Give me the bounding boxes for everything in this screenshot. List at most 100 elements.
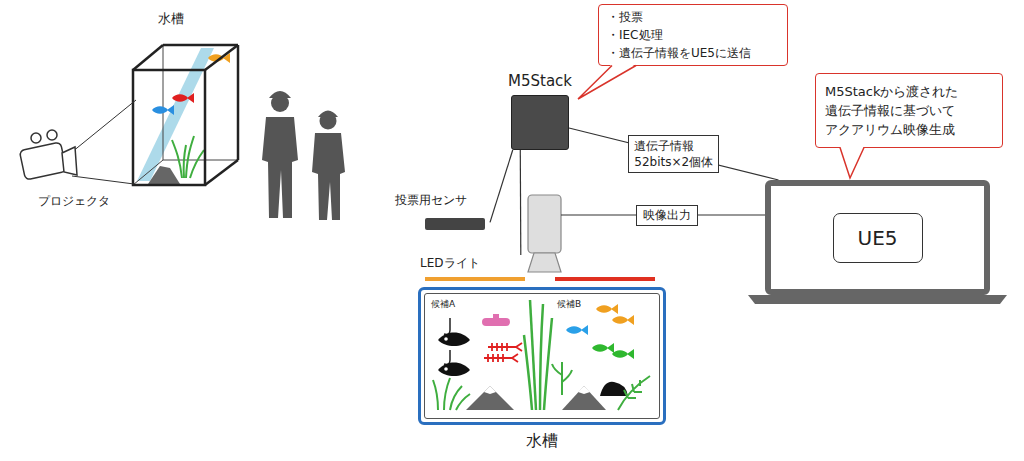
fish-icon xyxy=(566,325,588,335)
callout-tail xyxy=(578,64,636,99)
rock xyxy=(148,166,180,184)
projection-line xyxy=(72,100,136,184)
person-silhouette xyxy=(318,111,338,118)
mountain xyxy=(466,386,606,410)
mountain xyxy=(578,386,590,394)
hook-fish xyxy=(438,333,470,347)
projector-icon xyxy=(19,130,77,180)
laptop-screen: UE5 xyxy=(765,180,990,295)
node-text: M5Stackから渡された 遺伝子情報に基づいて アクアリウム映像生成 xyxy=(825,82,993,139)
aquarium-frame xyxy=(205,160,238,185)
water-plant xyxy=(456,394,470,410)
led-light: LEDライト xyxy=(420,255,660,281)
aquarium-frame xyxy=(205,45,238,70)
figure-label: 水槽 xyxy=(158,10,184,28)
fish-icon xyxy=(612,349,634,359)
fish-icon xyxy=(612,315,634,325)
node-text: ・遺伝子情報をUE5に送信 xyxy=(607,44,779,62)
projector-device xyxy=(528,253,561,272)
rock xyxy=(600,382,628,396)
node-text: UE5 xyxy=(833,213,923,263)
submarine xyxy=(493,314,499,319)
hook-fish xyxy=(438,363,470,377)
water-plant xyxy=(618,376,650,410)
rock xyxy=(148,166,180,184)
sensor-bar xyxy=(425,218,485,230)
fish-skeleton xyxy=(488,343,522,351)
submarine xyxy=(482,314,510,326)
callout-tail xyxy=(578,64,636,99)
fish-icon xyxy=(566,304,634,359)
callout-box: M5Stackから渡された 遺伝子情報に基づいて アクアリウム映像生成 xyxy=(815,73,1003,148)
plant xyxy=(190,150,204,178)
connector-line xyxy=(520,150,522,255)
aquarium-back-edge xyxy=(163,160,238,161)
fish-icon xyxy=(596,304,618,314)
plant xyxy=(172,136,204,178)
callout-tail xyxy=(578,66,636,100)
candidate-label: 候補A xyxy=(431,298,455,311)
rock xyxy=(600,382,628,396)
node-text: 投票用センサ xyxy=(395,192,490,208)
callout-tail xyxy=(840,146,864,178)
tall-grass xyxy=(540,304,543,410)
person-silhouette xyxy=(312,133,345,220)
mountain xyxy=(562,386,606,410)
water-plant xyxy=(433,362,650,410)
hook-fish xyxy=(444,337,448,341)
fish-icon xyxy=(152,53,230,115)
led-strip xyxy=(420,277,660,281)
glass-pane xyxy=(137,48,214,181)
projector-icon xyxy=(62,147,77,175)
connector-line xyxy=(490,150,513,222)
projector-icon xyxy=(47,130,57,140)
laptop-base xyxy=(748,295,1007,304)
led-strip xyxy=(555,277,655,281)
wire-label: 映像出力 xyxy=(636,205,698,226)
aquarium-back-edge xyxy=(133,45,238,185)
projector-icon xyxy=(19,142,66,180)
figure-label: プロジェクタ xyxy=(38,193,110,210)
person-silhouette xyxy=(262,91,345,220)
projection-line xyxy=(72,100,136,152)
submarine xyxy=(482,318,510,326)
callout-box: ・投票・IEC処理・遺伝子情報をUE5に送信 xyxy=(598,4,788,66)
fish-icon xyxy=(592,343,614,353)
callout-tail xyxy=(840,148,864,179)
water-plant xyxy=(450,386,462,410)
projector-device xyxy=(528,195,561,272)
aquarium-back-edge xyxy=(163,45,164,160)
fish-icon xyxy=(172,93,194,103)
water-plant xyxy=(433,380,438,410)
tall-grass xyxy=(524,300,552,410)
aquarium-frame xyxy=(133,45,238,185)
plant xyxy=(184,145,186,178)
projector-icon xyxy=(31,133,41,143)
node-text: ・IEC処理 xyxy=(607,26,779,44)
m5stack-box: M5Stack xyxy=(511,95,569,150)
hook-fish xyxy=(444,318,450,335)
node-text: 水槽 xyxy=(526,431,558,452)
aquarium-frame xyxy=(133,45,163,70)
plant xyxy=(172,140,182,178)
aquarium-frame xyxy=(163,44,238,47)
callout-tail xyxy=(840,146,864,178)
glass-pane xyxy=(137,48,214,181)
hook-fish xyxy=(438,318,470,376)
tall-grass xyxy=(524,335,532,410)
node-text: M5Stack xyxy=(508,72,572,90)
person-silhouette xyxy=(269,91,291,98)
connector-line xyxy=(569,128,779,180)
water-plant xyxy=(444,378,450,410)
water-plant xyxy=(552,362,572,395)
tall-grass xyxy=(544,318,552,410)
laptop-base xyxy=(748,295,1007,304)
aquarium-frame xyxy=(133,70,205,185)
hook-fish xyxy=(444,367,448,371)
sensor-device: 投票用センサ xyxy=(395,192,490,230)
hook-fish xyxy=(444,350,450,365)
candidate-label: 候補B xyxy=(557,298,581,311)
mountain xyxy=(466,386,514,410)
